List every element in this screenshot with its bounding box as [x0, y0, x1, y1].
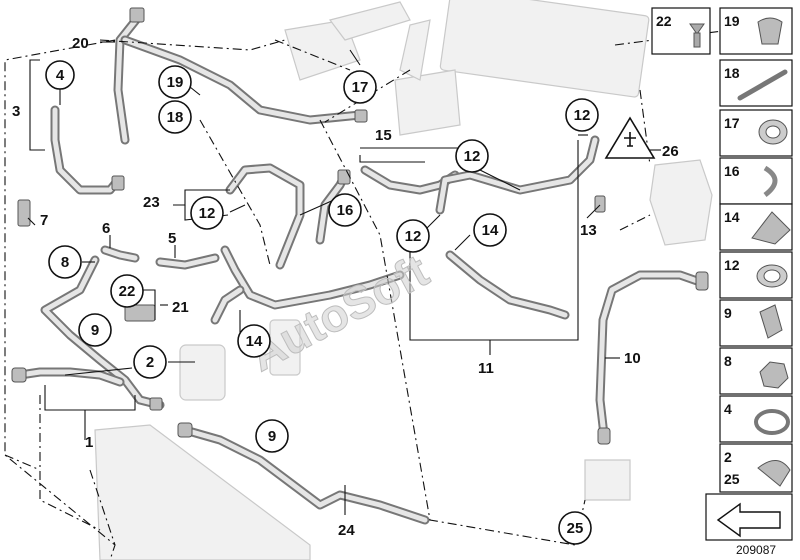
svg-text:18: 18 — [167, 109, 184, 126]
svg-text:9: 9 — [268, 428, 276, 445]
svg-text:8: 8 — [61, 254, 69, 271]
callout-12-c: 12 — [190, 196, 224, 230]
callout-9-a: 9 — [78, 313, 112, 347]
label-20: 20 — [72, 35, 89, 52]
label-13: 13 — [580, 222, 597, 239]
callout-14-b: 14 — [237, 324, 271, 358]
label-26: 26 — [662, 143, 679, 160]
callout-12-b: 12 — [455, 139, 489, 173]
circled-callouts: 4 19 18 17 12 12 12 12 16 14 14 8 22 9 2… — [45, 60, 599, 545]
svg-text:22: 22 — [119, 283, 136, 300]
legend-cell-2-25: 2 25 — [719, 443, 793, 493]
callout-22: 22 — [110, 274, 144, 308]
callout-9-b: 9 — [255, 419, 289, 453]
legend-cell-8: 8 — [719, 347, 793, 395]
label-10: 10 — [624, 350, 641, 367]
callout-4: 4 — [45, 60, 75, 90]
svg-text:19: 19 — [167, 74, 184, 91]
label-15: 15 — [375, 127, 392, 144]
legend-cell-4: 4 — [719, 395, 793, 443]
arrow-icon — [716, 502, 781, 538]
background-components — [94, 0, 713, 560]
svg-text:16: 16 — [724, 163, 740, 179]
legend-cell-22: 22 — [651, 7, 711, 55]
legend-cell-arrow — [705, 493, 793, 541]
svg-text:8: 8 — [724, 353, 732, 369]
svg-text:17: 17 — [724, 115, 740, 131]
svg-text:25: 25 — [724, 471, 740, 487]
svg-text:16: 16 — [337, 202, 354, 219]
svg-text:14: 14 — [246, 333, 263, 350]
svg-text:9: 9 — [724, 305, 732, 321]
svg-text:12: 12 — [724, 257, 740, 273]
label-1: 1 — [85, 434, 93, 451]
watermark: AutoSoft — [241, 244, 437, 381]
svg-text:2: 2 — [724, 449, 732, 465]
svg-text:12: 12 — [574, 107, 591, 124]
svg-text:12: 12 — [405, 228, 422, 245]
parts-legend: 22 19 18 17 16 14 12 — [651, 7, 793, 541]
label-21: 21 — [172, 299, 189, 316]
label-11: 11 — [478, 360, 494, 377]
svg-text:12: 12 — [199, 205, 216, 222]
svg-text:19: 19 — [724, 13, 740, 29]
plain-labels: 20 3 7 6 5 23 21 1 15 13 26 10 11 24 — [12, 35, 679, 539]
label-24: 24 — [338, 522, 355, 539]
label-7: 7 — [40, 212, 48, 229]
callout-12-a: 12 — [565, 98, 599, 132]
callout-2: 2 — [133, 345, 167, 379]
svg-text:22: 22 — [656, 13, 672, 29]
label-3: 3 — [12, 103, 20, 120]
svg-text:14: 14 — [482, 222, 499, 239]
svg-text:18: 18 — [724, 65, 740, 81]
svg-text:4: 4 — [56, 67, 65, 84]
hoses — [15, 10, 705, 525]
callout-8: 8 — [48, 245, 82, 279]
callout-16: 16 — [328, 193, 362, 227]
legend-cell-14: 14 — [719, 203, 793, 251]
label-5: 5 — [168, 230, 176, 247]
svg-text:4: 4 — [724, 401, 732, 417]
svg-text:17: 17 — [352, 79, 369, 96]
callout-19: 19 — [158, 65, 192, 99]
legend-cell-12: 12 — [719, 251, 793, 299]
fittings — [11, 7, 709, 445]
callout-12-d: 12 — [396, 219, 430, 253]
diagram-reference: 209087 — [736, 543, 776, 557]
svg-text:9: 9 — [91, 322, 99, 339]
svg-text:25: 25 — [567, 520, 584, 537]
callout-18: 18 — [158, 100, 192, 134]
svg-text:14: 14 — [724, 209, 740, 225]
legend-cell-17: 17 — [719, 109, 793, 157]
leader-lines — [27, 41, 661, 515]
label-6: 6 — [102, 220, 110, 237]
legend-cell-16: 16 — [719, 157, 793, 205]
svg-text:12: 12 — [464, 148, 481, 165]
legend-cell-19: 19 — [719, 7, 793, 55]
callout-14-a: 14 — [473, 213, 507, 247]
svg-text:2: 2 — [146, 354, 154, 371]
warning-triangle-icon — [604, 116, 656, 159]
callout-25: 25 — [558, 511, 592, 545]
label-23: 23 — [143, 194, 160, 211]
legend-cell-9: 9 — [719, 299, 793, 347]
legend-cell-18: 18 — [719, 59, 793, 107]
callout-17: 17 — [343, 70, 377, 104]
